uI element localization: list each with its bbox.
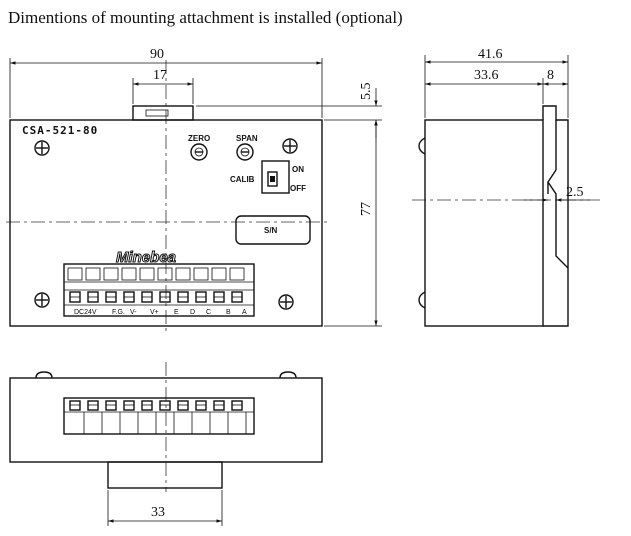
calib-switch-housing	[261, 160, 290, 194]
calib-switch-lever	[267, 171, 278, 187]
bottom-terminal-slot	[141, 400, 153, 411]
dimension-width-90: 90	[150, 47, 164, 62]
bottom-terminal-slot	[87, 400, 99, 411]
terminal-label: D	[190, 309, 195, 316]
dimension-rail-offset-2-5: 2.5	[566, 185, 584, 200]
terminal-cell-top	[193, 267, 209, 281]
bottom-view	[9, 362, 323, 492]
terminal-cell-top	[139, 267, 155, 281]
terminal-block: DC24V F.G. V- V+ E D C B A	[63, 263, 255, 317]
side-tab-top	[418, 137, 426, 155]
screw-icon-top-right	[282, 138, 298, 154]
terminal-cell-top	[121, 267, 137, 281]
calib-off-label: OFF	[290, 184, 306, 193]
brand-logo: Minebea	[116, 249, 176, 266]
bottom-terminal-slot	[69, 400, 81, 411]
dimension-height-77: 77	[359, 202, 374, 216]
terminal-label: V+	[150, 309, 159, 316]
top-mounting-attachment	[132, 105, 194, 121]
dimension-body-depth-33-6: 33.6	[474, 68, 499, 83]
side-body-outline	[424, 119, 544, 327]
bottom-mounting-attachment	[107, 461, 223, 489]
span-potentiometer-icon	[236, 143, 254, 161]
screw-icon-bottom-right	[278, 294, 294, 310]
dimension-total-depth-41-6: 41.6	[478, 47, 503, 62]
terminal-label: B	[226, 309, 231, 316]
screw-icon-bottom-left	[34, 292, 50, 308]
bottom-terminal-slot	[123, 400, 135, 411]
terminal-label: DC24V	[74, 309, 97, 316]
calib-switch-knob	[270, 176, 275, 182]
bottom-terminal-slot	[231, 400, 243, 411]
side-tab-bottom	[418, 291, 426, 309]
front-dimensions: 90 17 5.5 77	[9, 47, 382, 327]
front-view: CSA-521-80 ZERO SPAN	[6, 60, 330, 335]
terminal-cell-top	[175, 267, 191, 281]
zero-label: ZERO	[188, 134, 210, 143]
terminal-label: F.G.	[112, 309, 125, 316]
bottom-tab-left	[35, 371, 53, 379]
screw-icon-top-left	[34, 140, 50, 156]
drawing-title: Dimentions of mounting attachment is ins…	[8, 8, 403, 27]
bottom-terminal-slot	[177, 400, 189, 411]
bottom-terminal-slot	[195, 400, 207, 411]
terminal-cell-top	[85, 267, 101, 281]
terminal-label: V-	[130, 309, 137, 316]
terminal-cell-top	[103, 267, 119, 281]
bottom-terminal-block-outline	[63, 397, 255, 435]
bottom-tab-right	[279, 371, 297, 379]
terminal-cell-top	[67, 267, 83, 281]
side-dimensions: 41.6 33.6 8 2.5	[424, 47, 590, 202]
terminal-cell-top	[157, 267, 173, 281]
zero-potentiometer-icon	[190, 143, 208, 161]
bottom-terminal-block	[63, 397, 255, 435]
bottom-terminal-slot	[159, 400, 171, 411]
calib-label: CALIB	[230, 175, 255, 184]
terminal-label: E	[174, 309, 179, 316]
dimension-attachment-width-33: 33	[151, 505, 165, 520]
bottom-terminal-slot	[105, 400, 117, 411]
span-label: SPAN	[236, 134, 258, 143]
bottom-terminal-slot	[213, 400, 225, 411]
terminal-cell-top	[211, 267, 227, 281]
terminal-label: C	[206, 309, 211, 316]
side-view	[412, 105, 600, 327]
dimension-attachment-depth-8: 8	[547, 68, 554, 83]
serial-number-label: S/N	[264, 226, 278, 235]
terminal-label: A	[242, 309, 247, 316]
attachment-slot	[145, 109, 169, 117]
serial-number-plate	[235, 215, 311, 245]
dimension-attachment-height-5-5: 5.5	[359, 83, 374, 101]
terminal-cell-top	[229, 267, 245, 281]
front-body-outline	[9, 119, 323, 327]
model-number: CSA-521-80	[22, 124, 98, 137]
calib-on-label: ON	[292, 165, 304, 174]
bottom-dimensions: 33	[107, 490, 223, 526]
dimension-attachment-17: 17	[153, 68, 167, 83]
rail-clip-profile	[547, 169, 569, 269]
